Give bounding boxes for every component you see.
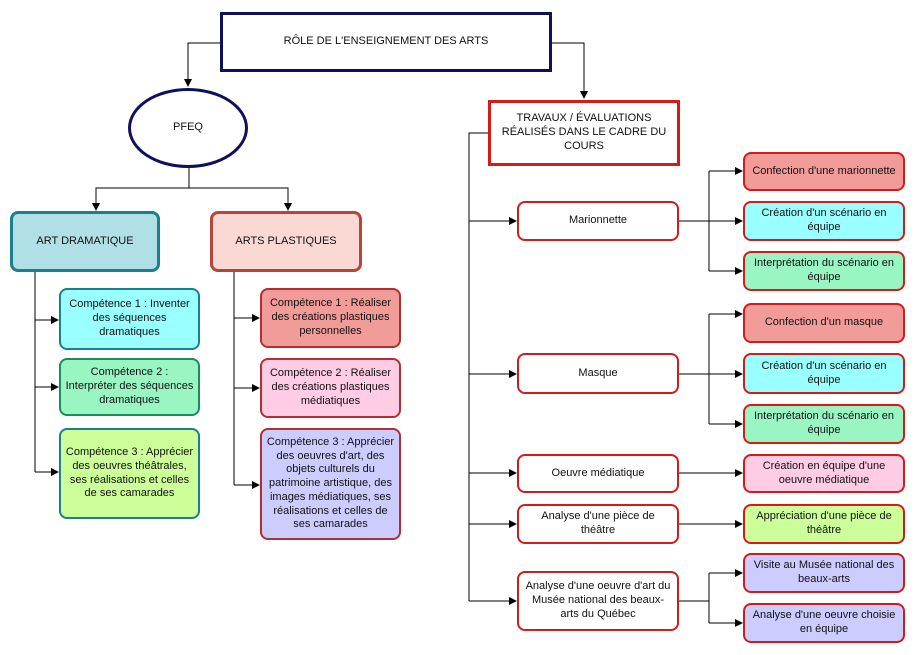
ad-competence-2-label: Compétence 2 : Interpréter des séquences… xyxy=(65,366,194,406)
ad-competence-1-label: Compétence 1 : Inventer des séquences dr… xyxy=(69,298,190,338)
ap-competence-3-label: Compétence 3 : Apprécier des oeuvres d'a… xyxy=(266,435,395,531)
ad-competence-3: Compétence 3 : Apprécier des oeuvres thé… xyxy=(59,428,200,519)
ad-competence-1: Compétence 1 : Inventer des séquences dr… xyxy=(59,288,200,350)
leaf-analyse-oeuvre: Analyse d'une oeuvre choisie en équipe xyxy=(743,603,905,643)
leaf-interpretation-masque: Interprétation du scénario en équipe xyxy=(743,404,905,444)
item-oeuvre-mediatique: Oeuvre médiatique xyxy=(517,454,679,493)
art-dramatique-title: ART DRAMATIQUE xyxy=(36,234,134,247)
item-masque: Masque xyxy=(517,353,679,394)
leaf-interpretation-marionnette-label: Interprétation du scénario en équipe xyxy=(753,257,895,283)
leaf-scenario-masque: Création d'un scénario en équipe xyxy=(743,353,905,394)
leaf-scenario-masque-label: Création d'un scénario en équipe xyxy=(761,359,887,386)
leaf-confection-marionnette: Confection d'une marionnette xyxy=(743,152,905,191)
item-analyse-musee: Analyse d'une oeuvre d'art du Musée nati… xyxy=(517,571,679,631)
leaf-scenario-marionnette-label: Création d'un scénario en équipe xyxy=(761,207,887,233)
arts-plastiques-header: ARTS PLASTIQUES xyxy=(210,211,362,272)
ap-competence-3: Compétence 3 : Apprécier des oeuvres d'a… xyxy=(260,428,401,540)
ap-competence-2: Compétence 2 : Réaliser des créations pl… xyxy=(260,358,401,418)
leaf-appreciation-theatre-label: Appréciation d'une pièce de théâtre xyxy=(756,510,892,536)
ad-competence-2: Compétence 2 : Interpréter des séquences… xyxy=(59,358,200,416)
item-marionnette: Marionnette xyxy=(517,201,679,241)
leaf-visite-musee-label: Visite au Musée national des beaux-arts xyxy=(753,559,895,585)
travaux-title: TRAVAUX / ÉVALUATIONS RÉALISÉS DANS LE C… xyxy=(501,112,667,152)
ap-competence-1: Compétence 1 : Réaliser des créations pl… xyxy=(260,288,401,348)
item-oeuvre-mediatique-label: Oeuvre médiatique xyxy=(551,466,645,479)
leaf-confection-masque: Confection d'un masque xyxy=(743,303,905,343)
leaf-creation-mediatique: Création en équipe d'une oeuvre médiatiq… xyxy=(743,454,905,493)
leaf-scenario-marionnette: Création d'un scénario en équipe xyxy=(743,201,905,241)
item-analyse-theatre: Analyse d'une pièce de théâtre xyxy=(517,504,679,544)
item-analyse-theatre-label: Analyse d'une pièce de théâtre xyxy=(541,510,655,536)
leaf-confection-marionnette-label: Confection d'une marionnette xyxy=(752,164,896,177)
leaf-interpretation-masque-label: Interprétation du scénario en équipe xyxy=(753,410,895,436)
item-analyse-musee-label: Analyse d'une oeuvre d'art du Musée nati… xyxy=(525,580,671,620)
item-masque-label: Masque xyxy=(578,366,618,379)
travaux-box: TRAVAUX / ÉVALUATIONS RÉALISÉS DANS LE C… xyxy=(488,100,680,166)
leaf-interpretation-marionnette: Interprétation du scénario en équipe xyxy=(743,251,905,291)
item-marionnette-label: Marionnette xyxy=(568,214,628,227)
leaf-confection-masque-label: Confection d'un masque xyxy=(764,316,884,329)
arts-plastiques-title: ARTS PLASTIQUES xyxy=(235,234,337,247)
art-dramatique-header: ART DRAMATIQUE xyxy=(10,211,160,272)
root-title: RÔLE DE L'ENSEIGNEMENT DES ARTS xyxy=(283,35,489,48)
leaf-visite-musee: Visite au Musée national des beaux-arts xyxy=(743,553,905,593)
leaf-analyse-oeuvre-label: Analyse d'une oeuvre choisie en équipe xyxy=(752,609,896,635)
root-title-box: RÔLE DE L'ENSEIGNEMENT DES ARTS xyxy=(220,12,552,72)
leaf-appreciation-theatre: Appréciation d'une pièce de théâtre xyxy=(743,504,905,544)
ap-competence-2-label: Compétence 2 : Réaliser des créations pl… xyxy=(269,367,392,407)
pfeq-ellipse: PFEQ xyxy=(128,88,248,168)
pfeq-label: PFEQ xyxy=(173,121,203,134)
ap-competence-1-label: Compétence 1 : Réaliser des créations pl… xyxy=(269,297,392,337)
leaf-creation-mediatique-label: Création en équipe d'une oeuvre médiatiq… xyxy=(762,459,886,486)
ad-competence-3-label: Compétence 3 : Apprécier des oeuvres thé… xyxy=(65,446,194,500)
